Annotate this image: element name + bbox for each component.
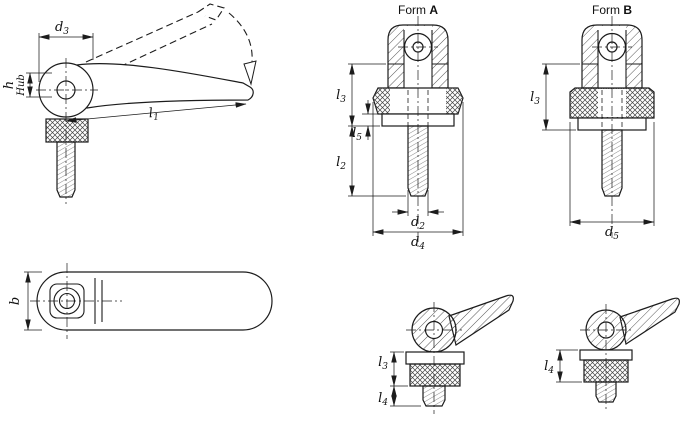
side-view: d3 h Hub l1 [2, 3, 257, 204]
form-a-title: Form A [398, 3, 438, 17]
dim-label-l3: l3 [378, 355, 388, 372]
clamped-form-a-view: l3 l4 [378, 294, 514, 414]
channel-edges [403, 30, 433, 88]
top-view: b [8, 263, 273, 339]
dim-label-d3: d3 [55, 20, 69, 37]
dimension-d5: d5 [569, 122, 655, 242]
knurled-nut [409, 363, 461, 387]
dim-label-d4: d4 [411, 235, 425, 252]
dim-label-l3: l3 [336, 88, 346, 105]
phantom-tip [197, 3, 225, 21]
dimension-l4: l4 [378, 385, 421, 408]
contact-washer [405, 351, 465, 365]
dimension-d2: d2 [392, 190, 444, 232]
dim-label-d2: d2 [411, 215, 425, 232]
dim-label-l2: l2 [336, 155, 346, 172]
hidden-thread-lines [407, 90, 429, 126]
dimension-l1: l1 [65, 102, 247, 124]
dimension-l3: l3 [378, 351, 408, 387]
dim-label-l4: l4 [378, 391, 388, 408]
extension-line [372, 102, 464, 236]
dim-label-h: h [2, 81, 17, 89]
knurled-nut [45, 118, 89, 143]
dimension-d3: d3 [38, 20, 94, 82]
extension-line [569, 122, 655, 226]
rotation-arrow-icon [243, 60, 257, 86]
dimension-l4: l4 [544, 349, 582, 383]
dimension-h-hub: h Hub [2, 72, 52, 98]
phantom-edge-bottom [99, 23, 213, 77]
phantom-edge-top [85, 11, 199, 63]
dim-label-l5: l5 [352, 126, 362, 143]
lever-top-outline [36, 271, 273, 331]
dimension-b: b [8, 271, 42, 331]
dim-label-l1: l1 [148, 106, 159, 124]
form-a-view: Form A l3 l5 [336, 3, 464, 252]
hidden-thread-lines [601, 90, 623, 130]
dim-label-l4: l4 [544, 359, 554, 376]
dim-label-hub: Hub [16, 74, 27, 97]
dim-label-d5: d5 [605, 225, 619, 242]
lever-arm-section [448, 294, 514, 346]
lever-handle-outline [76, 63, 254, 109]
flange-knurl-right [446, 88, 463, 114]
form-b-view: Form B l3 d5 [530, 3, 655, 242]
lever-arm-section [619, 297, 680, 345]
dimension-d4: d4 [372, 102, 464, 252]
form-b-title: Form B [592, 3, 632, 17]
phantom-lever [85, 3, 257, 86]
dimension-line [65, 102, 247, 123]
dim-label-l3: l3 [530, 90, 540, 107]
flange-knurl-left [373, 88, 390, 114]
clamped-form-b-view: l4 [544, 297, 680, 410]
channel-edges [597, 30, 627, 88]
swing-arc [228, 12, 253, 63]
dimension-l2: l2 [336, 125, 406, 197]
dim-label-b: b [8, 297, 23, 305]
stud-tip [595, 381, 617, 403]
